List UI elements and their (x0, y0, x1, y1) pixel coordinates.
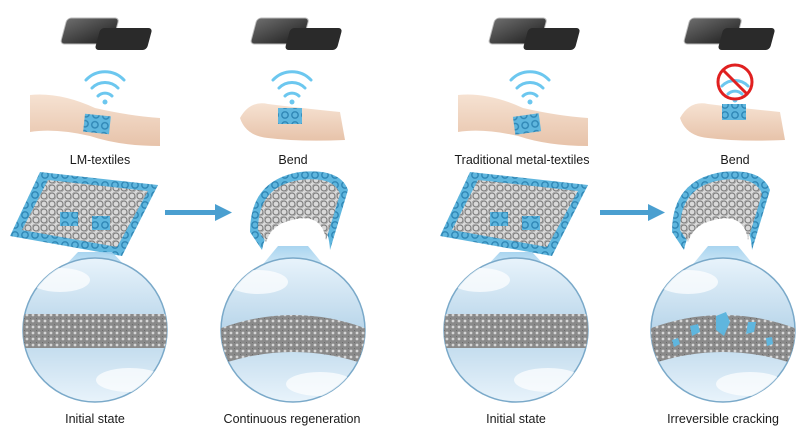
metal-textile-patch (722, 104, 746, 120)
lm-textile-patch (278, 108, 302, 124)
fiber-surface-regenerated (221, 315, 365, 366)
panel-metal-textiles-flat (440, 17, 589, 403)
fiber-surface-cracked (651, 315, 795, 366)
zoom-lens-continuous-regeneration (220, 257, 366, 403)
lm-textile-patch (83, 113, 111, 135)
textile-sheet-bent (250, 171, 348, 250)
wifi-signal-icon (509, 70, 551, 105)
zoom-lens-initial-state (22, 257, 168, 403)
no-signal-icon (716, 63, 754, 103)
wrist-illustration (30, 94, 160, 146)
textile-sheet-flat (10, 172, 158, 256)
textile-sheet-bent (672, 171, 770, 250)
wrist-illustration (458, 94, 588, 146)
fiber-surface-smooth (23, 314, 167, 348)
smartphone-icon (488, 17, 580, 50)
zoom-lens-irreversible-cracking (650, 257, 796, 403)
label-traditional-metal-textiles: Traditional metal-textiles (454, 153, 590, 167)
right-arrow-icon (165, 204, 232, 221)
label-bend-lm: Bend (278, 153, 308, 167)
label-initial-state-lm: Initial state (65, 412, 125, 426)
wifi-signal-icon (84, 70, 126, 105)
metal-textile-patch (512, 113, 542, 135)
crack-marks (672, 312, 773, 347)
smartphone-icon (60, 17, 152, 50)
bent-wrist-illustration (680, 103, 785, 141)
smartphone-icon (683, 17, 775, 50)
label-initial-state-metal: Initial state (486, 412, 546, 426)
panel-lm-textiles-flat (10, 17, 168, 403)
smartphone-icon (250, 17, 342, 50)
panel-metal-textiles-bend (650, 17, 796, 403)
zoom-lens-initial-state (443, 257, 589, 403)
label-lm-textiles: LM-textiles (69, 153, 131, 167)
label-continuous-regeneration: Continuous regeneration (223, 412, 361, 426)
label-bend-metal: Bend (720, 153, 750, 167)
label-irreversible-cracking: Irreversible cracking (667, 412, 779, 426)
textile-sheet-flat (440, 172, 588, 256)
wifi-signal-icon (271, 70, 313, 105)
right-arrow-icon (600, 204, 665, 221)
fiber-surface-smooth (444, 314, 588, 348)
bent-wrist-illustration (240, 103, 345, 141)
panel-lm-textiles-bend (220, 17, 366, 403)
